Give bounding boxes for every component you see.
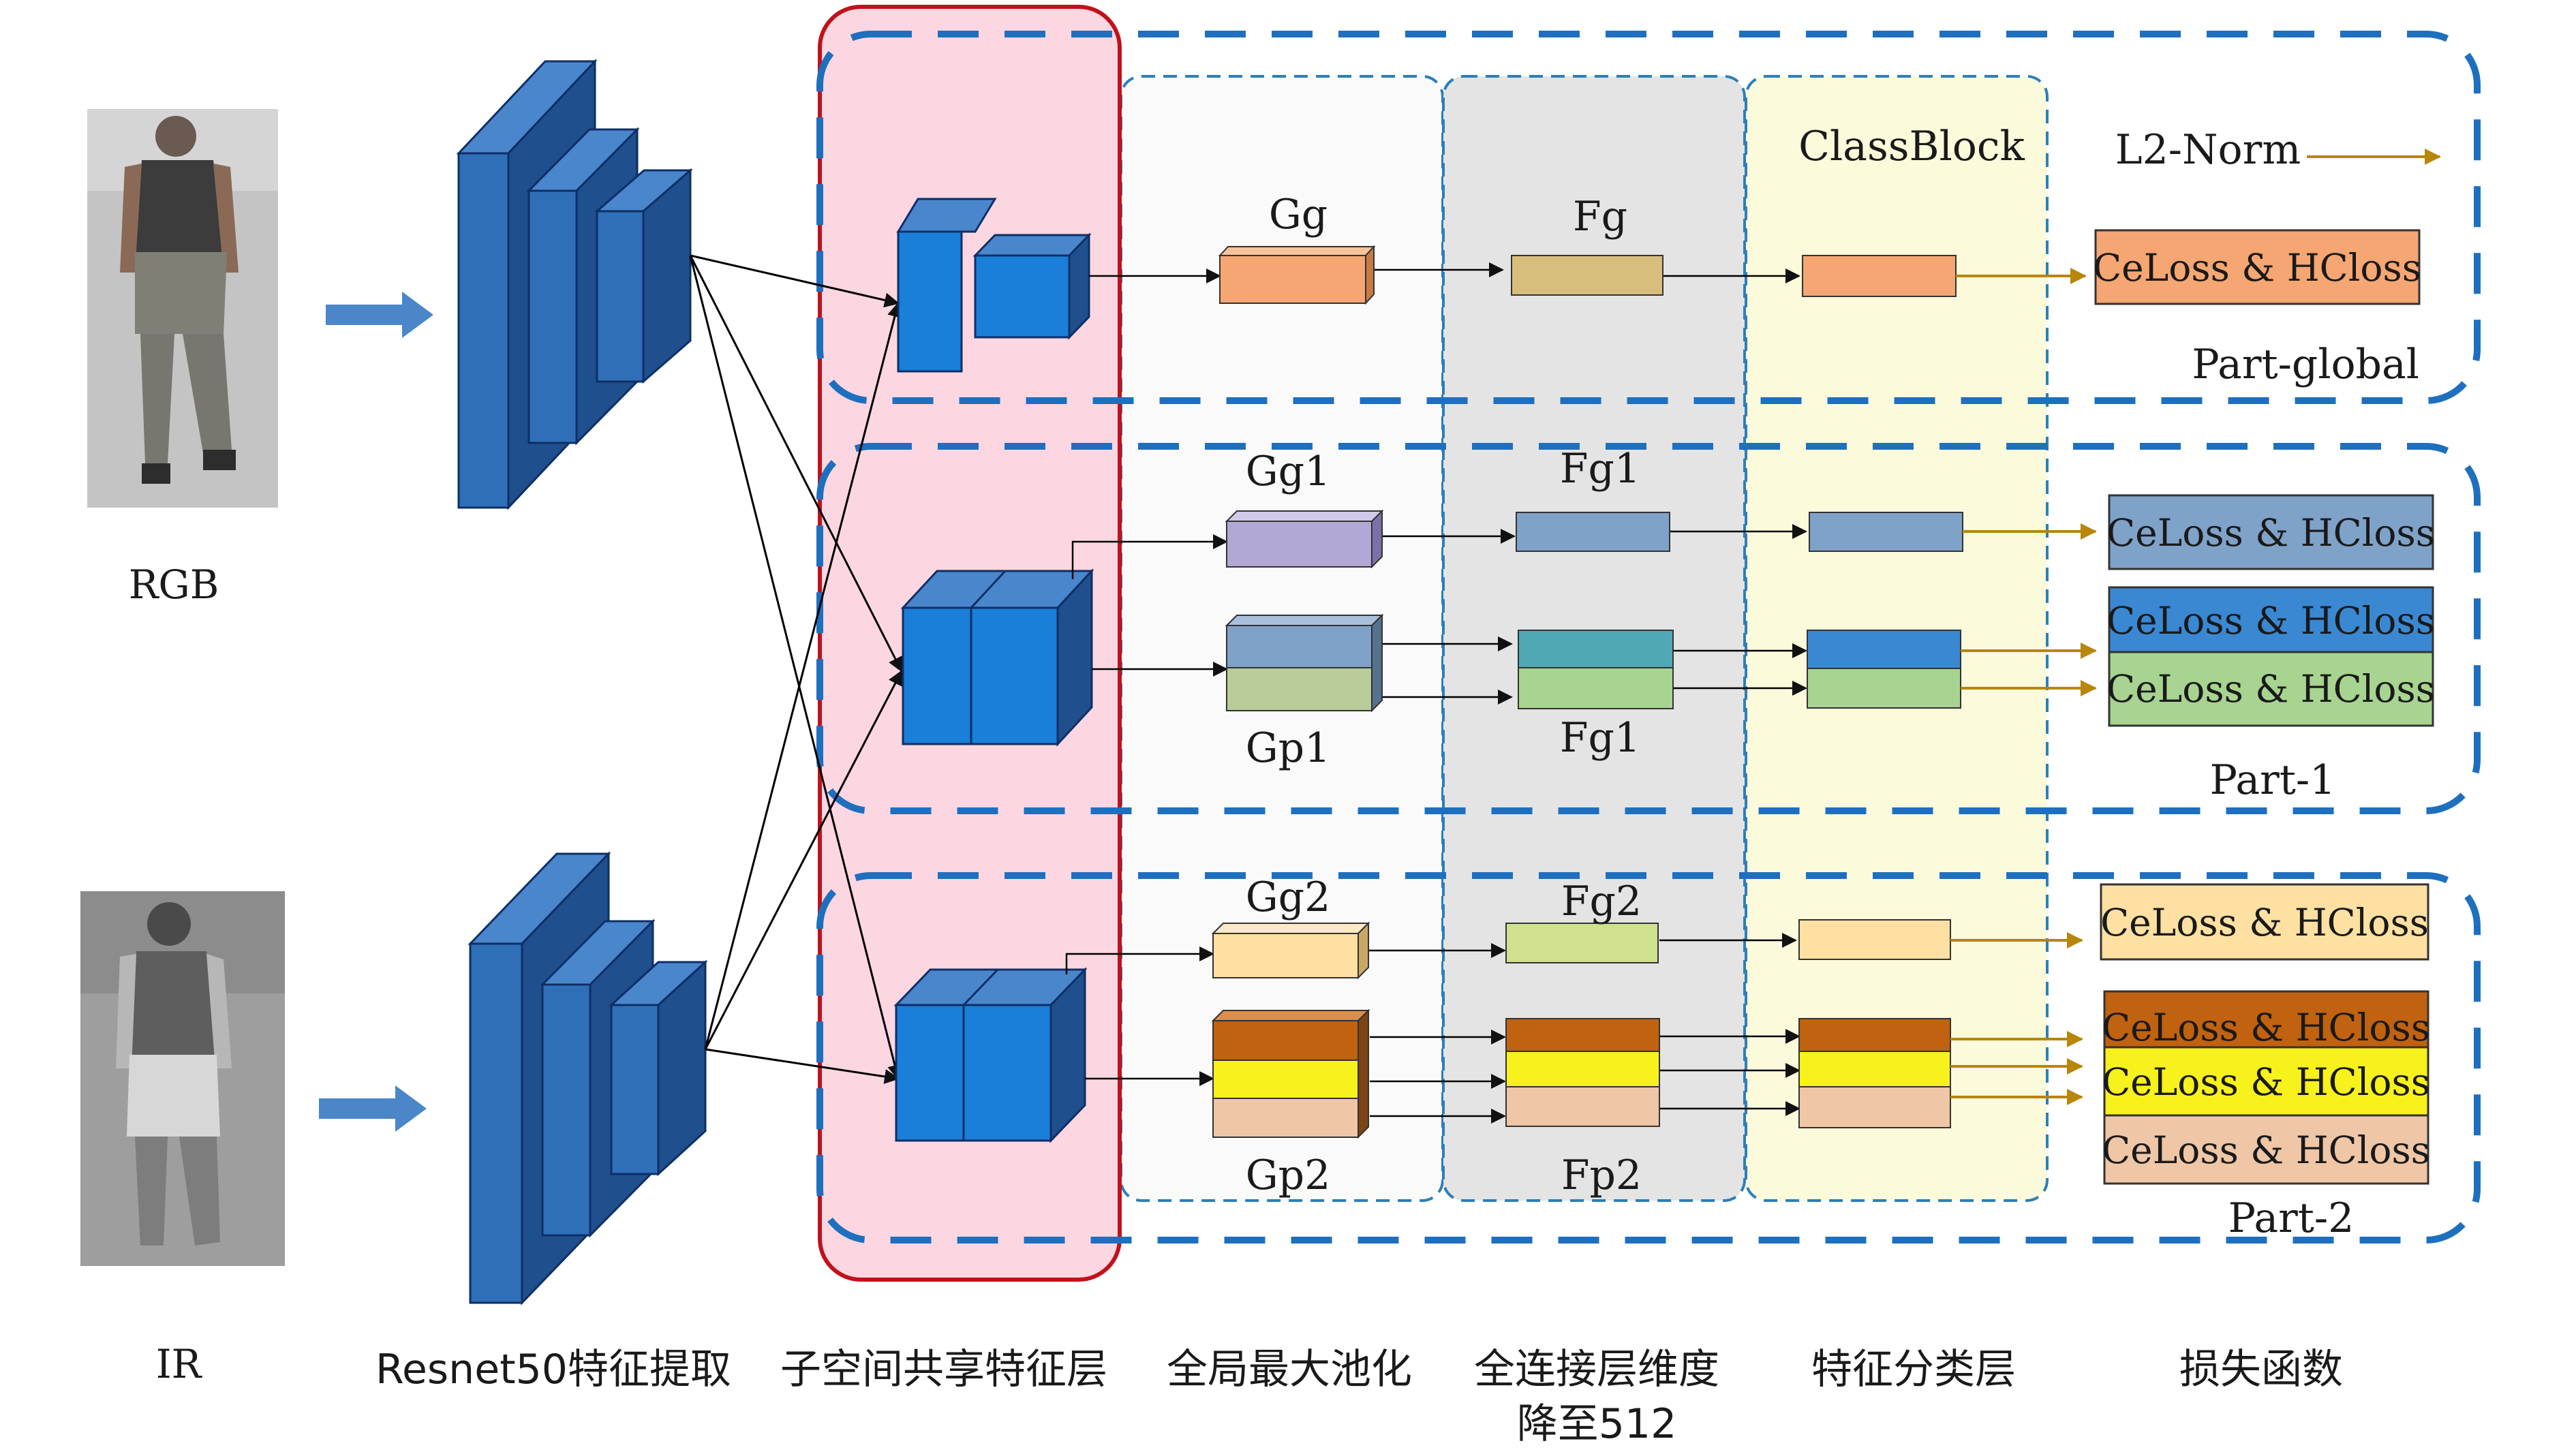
fc-fg1-top	[1516, 512, 1670, 552]
ir-person-icon	[80, 891, 285, 1266]
part-global-frame	[816, 31, 2481, 404]
fc-fp2-1	[1505, 1018, 1660, 1052]
rgb-label: RGB	[129, 561, 219, 608]
fc-fp2-3	[1505, 1086, 1660, 1127]
cls-part2-1	[1798, 1018, 1951, 1052]
loss-text: CeLoss & HCloss	[2106, 511, 2435, 555]
part1-label: Part-1	[2210, 756, 2336, 804]
label-fg2: Fg2	[1561, 878, 1642, 925]
label-gg1: Gg1	[1246, 448, 1331, 495]
loss-text: CeLoss & HCloss	[2106, 599, 2435, 643]
cls-part1-top	[1809, 512, 1963, 552]
label-gp2: Gp2	[1246, 1152, 1331, 1199]
resnet-to-shared-connectors	[689, 254, 903, 1084]
caption-fc-line2: 降至512	[1517, 1400, 1677, 1448]
ir-person-photo	[80, 891, 285, 1266]
shared-block-global	[896, 198, 1092, 373]
loss-text: CeLoss & HCloss	[2102, 1128, 2430, 1172]
caption-loss: 损失函数	[2179, 1346, 2343, 1393]
pool-gg1	[1225, 509, 1384, 569]
caption-pooling: 全局最大池化	[1167, 1346, 1412, 1393]
fc-fg2	[1505, 923, 1659, 963]
loss-part1-3	[2108, 651, 2434, 727]
cls-part2-2	[1798, 1051, 1951, 1087]
ir-label: IR	[156, 1341, 203, 1387]
part-global-label: Part-global	[2192, 341, 2419, 388]
part1-frame	[816, 443, 2481, 814]
part2-frame	[816, 872, 2481, 1244]
pool-gp1	[1225, 613, 1384, 713]
loss-boxes	[2094, 229, 2434, 1185]
classblock-label: ClassBlock	[1798, 123, 2025, 170]
resnet50-ir-block	[467, 851, 708, 1306]
fc-fg1-upper	[1518, 630, 1674, 668]
loss-part1-2	[2108, 586, 2434, 653]
cls-part1-upper	[1807, 630, 1961, 669]
loss-part1-1	[2108, 494, 2434, 570]
label-fg1-bottom: Fg1	[1560, 714, 1640, 762]
label-gg: Gg	[1269, 191, 1328, 238]
right-arrow-icon	[319, 1085, 427, 1132]
loss-part2-4	[2103, 1114, 2429, 1185]
rgb-person-icon	[87, 109, 278, 508]
caption-classify: 特征分类层	[1811, 1346, 2016, 1393]
part2-label: Part-2	[2228, 1194, 2355, 1242]
loss-text: CeLoss & HCloss	[2100, 901, 2429, 944]
loss-part2-1	[2100, 883, 2429, 961]
loss-text: CeLoss & HCloss	[2106, 667, 2435, 711]
fc-fg	[1511, 255, 1663, 296]
shared-block-part2	[893, 967, 1088, 1143]
resnet50-rgb-block	[456, 59, 694, 510]
to-loss-arrows	[1950, 149, 2441, 1105]
fc-fg1-lower	[1518, 667, 1674, 709]
label-gp1: Gp1	[1246, 724, 1331, 772]
cls-part1-lower	[1807, 668, 1961, 709]
cls-part2-3	[1798, 1086, 1951, 1128]
pool-gg2	[1211, 921, 1370, 980]
fc-fp2-2	[1505, 1051, 1660, 1087]
label-fg: Fg	[1573, 193, 1627, 241]
caption-shared: 子空间共享特征层	[780, 1346, 1107, 1393]
pool-gp2	[1211, 1008, 1370, 1139]
label-fp2: Fp2	[1561, 1152, 1642, 1199]
flow-connectors	[1065, 262, 1807, 1124]
loss-text: CeLoss & HCloss	[2093, 246, 2421, 290]
rgb-person-photo	[87, 109, 278, 508]
right-arrow-icon	[326, 292, 433, 338]
pool-gg	[1218, 245, 1376, 305]
shared-block-part1	[900, 568, 1094, 747]
l2norm-label: L2-Norm	[2115, 126, 2301, 174]
caption-resnet: Resnet50特征提取	[375, 1346, 731, 1393]
loss-text: CeLoss & HCloss	[2102, 1060, 2430, 1104]
caption-fc-line1: 全连接层维度	[1474, 1346, 1719, 1393]
cls-part2-top	[1798, 919, 1951, 960]
label-fg1-top: Fg1	[1560, 445, 1640, 493]
cls-global	[1802, 255, 1957, 297]
loss-global	[2094, 229, 2421, 305]
loss-text: CeLoss & HCloss	[2102, 1006, 2430, 1049]
label-gg2: Gg2	[1246, 874, 1331, 921]
